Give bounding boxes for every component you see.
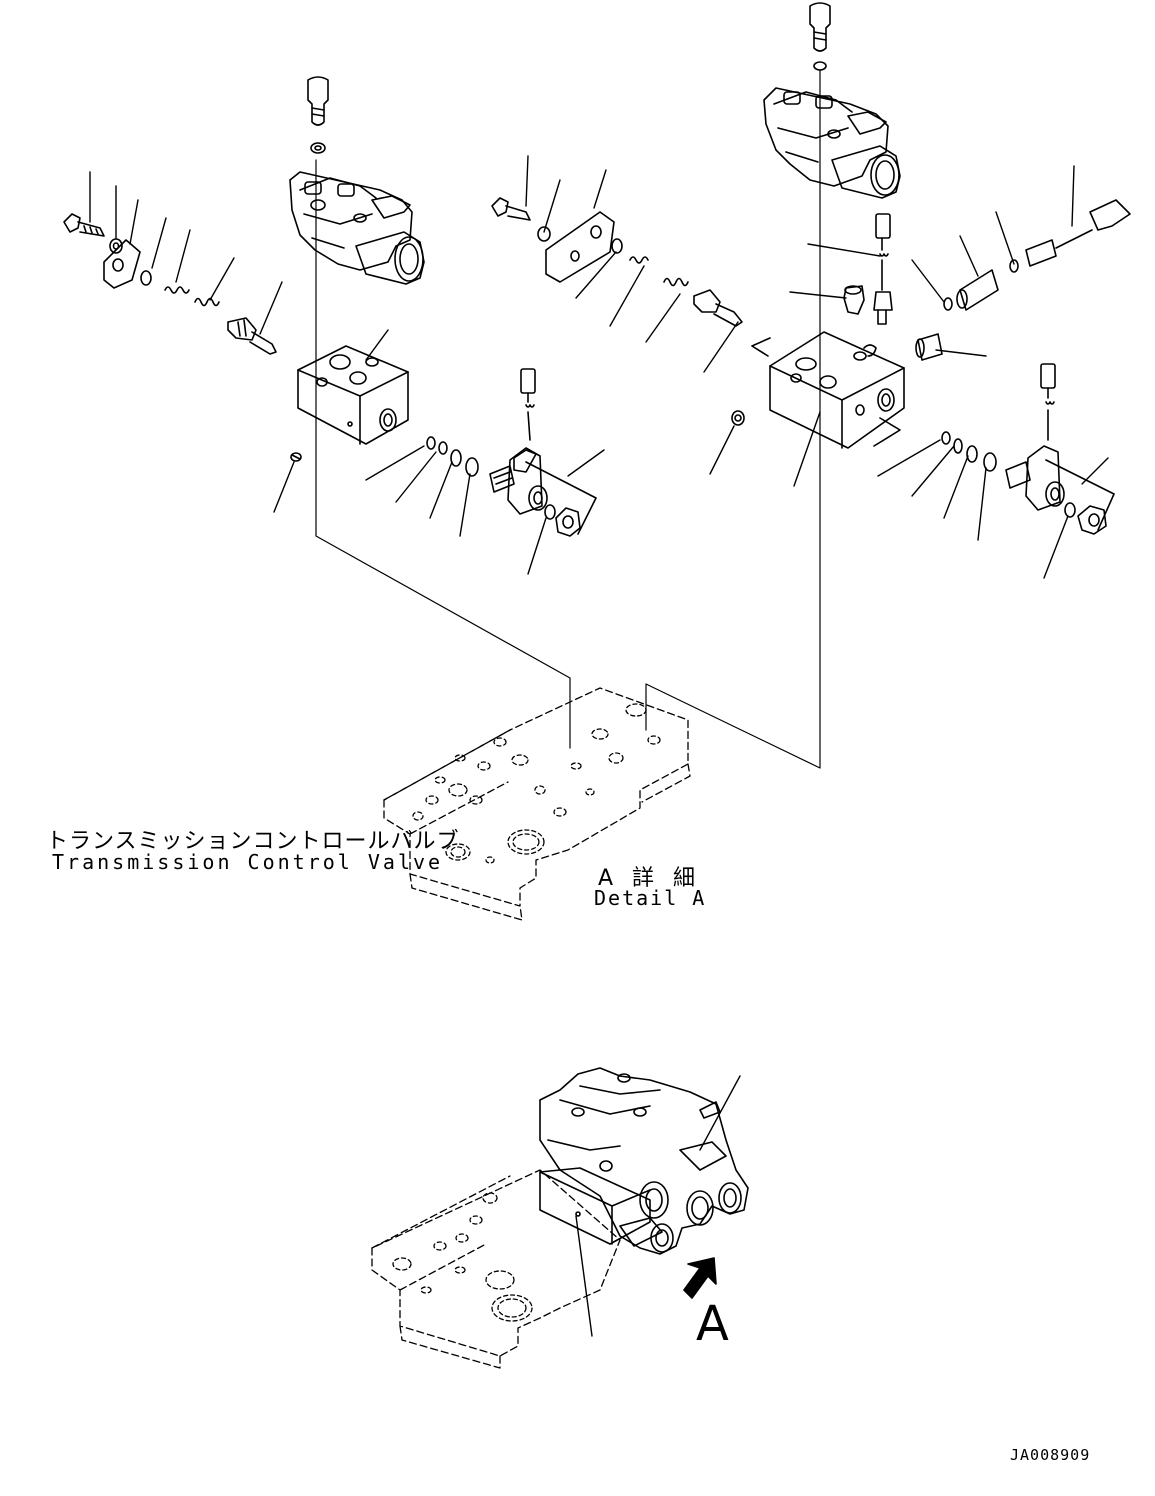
detail-a-label-jp: A 詳 細 (598, 866, 702, 891)
left-valve-assembly (64, 77, 596, 536)
right-spring-spool (630, 257, 742, 326)
detail-a-label-en: Detail A (594, 886, 707, 910)
left-spring-spool (165, 287, 276, 354)
left-top-bolt (308, 77, 328, 153)
assembly-connection-lines (316, 70, 820, 768)
right-valve-block (752, 332, 904, 448)
assembled-plate (372, 1170, 620, 1368)
tcv-label-en: Transmission Control Valve (52, 850, 444, 874)
right-cover-bolt (492, 198, 622, 282)
left-pressure-valve-body (290, 172, 424, 284)
leader-lines (90, 156, 1108, 578)
right-solenoid (1006, 364, 1114, 534)
view-arrow-a (684, 1258, 716, 1298)
right-top-bolt (810, 3, 830, 70)
assembled-view (372, 1068, 748, 1368)
view-arrow-label: A (696, 1296, 729, 1352)
right-valve-assembly (492, 3, 1130, 534)
assembled-leaders (576, 1076, 740, 1336)
left-solenoid (490, 369, 596, 536)
left-plug (291, 453, 301, 461)
left-o-rings (427, 437, 478, 476)
drawing-number: JA008909 (1010, 1446, 1091, 1464)
assembled-valve-body (540, 1068, 748, 1254)
left-valve-block (298, 346, 408, 444)
transmission-control-valve-plate (384, 688, 690, 920)
tcv-label-jp: トランスミッションコントロールバルブ (46, 829, 460, 854)
left-cover-bolt (64, 214, 151, 288)
right-sensor-connector (844, 200, 1130, 360)
right-pressure-valve-body (764, 88, 900, 198)
right-plug (732, 411, 744, 425)
